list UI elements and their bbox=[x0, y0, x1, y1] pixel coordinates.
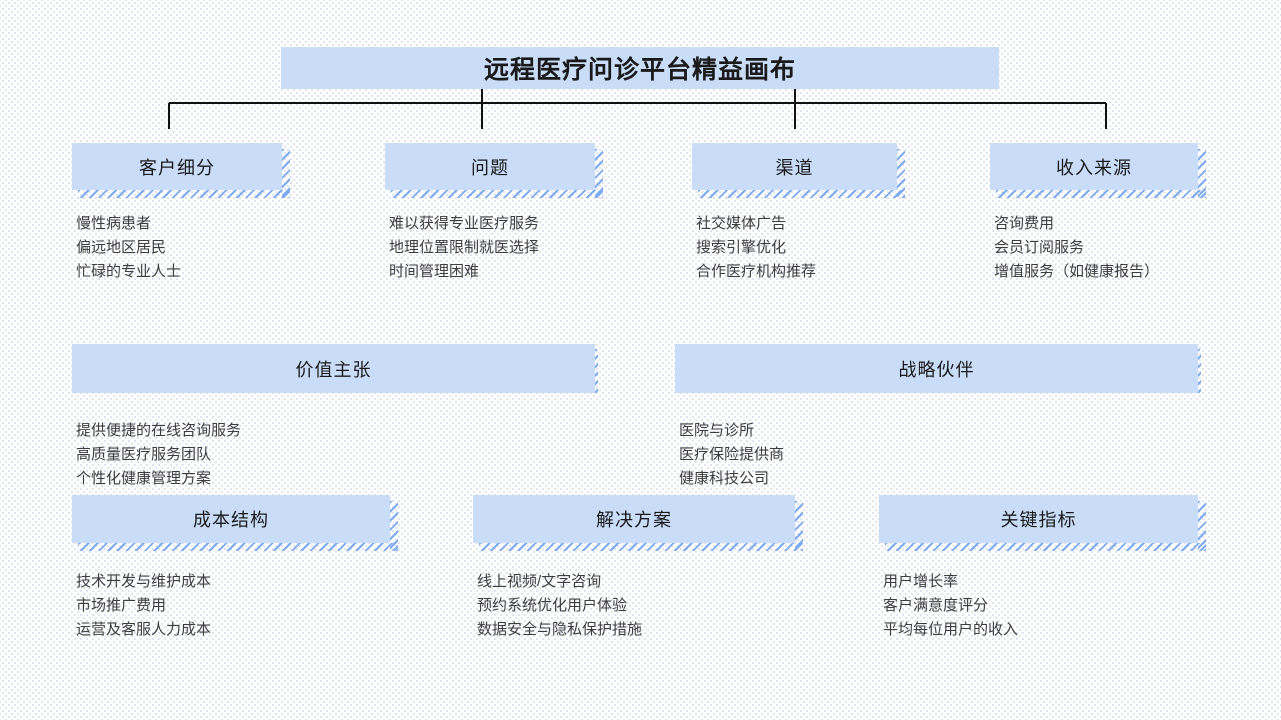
section-item-list: 提供便捷的在线咨询服务高质量医疗服务团队个性化健康管理方案 bbox=[76, 419, 241, 491]
list-item: 个性化健康管理方案 bbox=[76, 470, 212, 487]
section-item-list: 用户增长率客户满意度评分平均每位用户的收入 bbox=[883, 570, 1018, 642]
list-item: 会员订阅服务 bbox=[994, 239, 1085, 256]
section-header-box: 成本结构 bbox=[72, 495, 398, 551]
list-item: 医院与诊所 bbox=[679, 422, 755, 439]
section-value-proposition: 价值主张 提供便捷的在线咨询服务高质量医疗服务团队个性化健康管理方案 bbox=[72, 344, 598, 487]
section-title: 关键指标 bbox=[1000, 510, 1077, 530]
section-header-box: 渠道 bbox=[692, 143, 905, 198]
section-header-box: 战略伙伴 bbox=[675, 344, 1201, 393]
section-title: 收入来源 bbox=[1056, 157, 1132, 178]
section-customer-segments: 客户细分 慢性病患者偏远地区居民忙碌的专业人士 bbox=[72, 143, 290, 280]
section-title: 价值主张 bbox=[295, 359, 372, 380]
canvas-title-box: 远程医疗问诊平台精益画布 bbox=[281, 47, 999, 89]
list-item: 平均每位用户的收入 bbox=[883, 621, 1019, 638]
list-item: 健康科技公司 bbox=[679, 470, 770, 487]
section-title: 成本结构 bbox=[193, 510, 269, 530]
list-item: 高质量医疗服务团队 bbox=[76, 446, 212, 463]
section-strategic-partners: 战略伙伴 医院与诊所医疗保险提供商健康科技公司 bbox=[675, 344, 1201, 487]
section-item-list: 技术开发与维护成本市场推广费用运营及客服人力成本 bbox=[76, 570, 211, 642]
section-cost-structure: 成本结构 技术开发与维护成本市场推广费用运营及客服人力成本 bbox=[72, 495, 398, 638]
list-item: 搜索引擎优化 bbox=[696, 239, 787, 256]
list-item: 合作医疗机构推荐 bbox=[696, 263, 817, 280]
section-item-list: 难以获得专业医疗服务地理位置限制就医选择时间管理困难 bbox=[389, 212, 539, 284]
list-item: 忙碌的专业人士 bbox=[76, 263, 182, 280]
list-item: 客户满意度评分 bbox=[883, 597, 989, 614]
section-key-metrics: 关键指标 用户增长率客户满意度评分平均每位用户的收入 bbox=[879, 495, 1206, 638]
section-title: 解决方案 bbox=[596, 510, 672, 530]
section-header-box: 价值主张 bbox=[72, 344, 598, 393]
section-item-list: 咨询费用会员订阅服务增值服务（如健康报告） bbox=[994, 212, 1159, 284]
section-revenue-streams: 收入来源 咨询费用会员订阅服务增值服务（如健康报告） bbox=[990, 143, 1206, 280]
section-item-list: 线上视频/文字咨询预约系统优化用户体验数据安全与隐私保护措施 bbox=[477, 570, 642, 642]
list-item: 地理位置限制就医选择 bbox=[389, 239, 540, 256]
section-header-box: 解决方案 bbox=[473, 495, 803, 551]
list-item: 医疗保险提供商 bbox=[679, 446, 785, 463]
connector-lines bbox=[168, 89, 1107, 129]
section-item-list: 社交媒体广告搜索引擎优化合作医疗机构推荐 bbox=[696, 212, 816, 284]
list-item: 运营及客服人力成本 bbox=[76, 621, 212, 638]
list-item: 线上视频/文字咨询 bbox=[477, 573, 602, 590]
connector-path bbox=[168, 89, 1107, 129]
list-item: 偏远地区居民 bbox=[76, 239, 167, 256]
section-item-list: 医院与诊所医疗保险提供商健康科技公司 bbox=[679, 419, 784, 491]
list-item: 难以获得专业医疗服务 bbox=[389, 215, 540, 232]
canvas-title: 远程医疗问诊平台精益画布 bbox=[483, 56, 796, 84]
list-item: 增值服务（如健康报告） bbox=[994, 263, 1160, 280]
list-item: 咨询费用 bbox=[994, 215, 1055, 232]
list-item: 用户增长率 bbox=[883, 573, 959, 590]
list-item: 时间管理困难 bbox=[389, 263, 480, 280]
section-header-box: 收入来源 bbox=[990, 143, 1206, 198]
section-title: 渠道 bbox=[775, 157, 814, 178]
list-item: 市场推广费用 bbox=[76, 597, 167, 614]
section-title: 问题 bbox=[471, 157, 509, 178]
list-item: 社交媒体广告 bbox=[696, 215, 787, 232]
section-problems: 问题 难以获得专业医疗服务地理位置限制就医选择时间管理困难 bbox=[385, 143, 603, 280]
section-title: 战略伙伴 bbox=[898, 359, 975, 380]
list-item: 数据安全与隐私保护措施 bbox=[477, 621, 643, 638]
section-header-box: 客户细分 bbox=[72, 143, 290, 198]
section-title: 客户细分 bbox=[139, 157, 215, 178]
list-item: 预约系统优化用户体验 bbox=[477, 597, 628, 614]
list-item: 技术开发与维护成本 bbox=[76, 573, 212, 590]
section-solutions: 解决方案 线上视频/文字咨询预约系统优化用户体验数据安全与隐私保护措施 bbox=[473, 495, 803, 638]
section-channels: 渠道 社交媒体广告搜索引擎优化合作医疗机构推荐 bbox=[692, 143, 905, 280]
list-item: 提供便捷的在线咨询服务 bbox=[76, 422, 242, 439]
section-item-list: 慢性病患者偏远地区居民忙碌的专业人士 bbox=[76, 212, 181, 284]
list-item: 慢性病患者 bbox=[76, 215, 152, 232]
section-header-box: 问题 bbox=[385, 143, 603, 198]
section-header-box: 关键指标 bbox=[879, 495, 1206, 551]
